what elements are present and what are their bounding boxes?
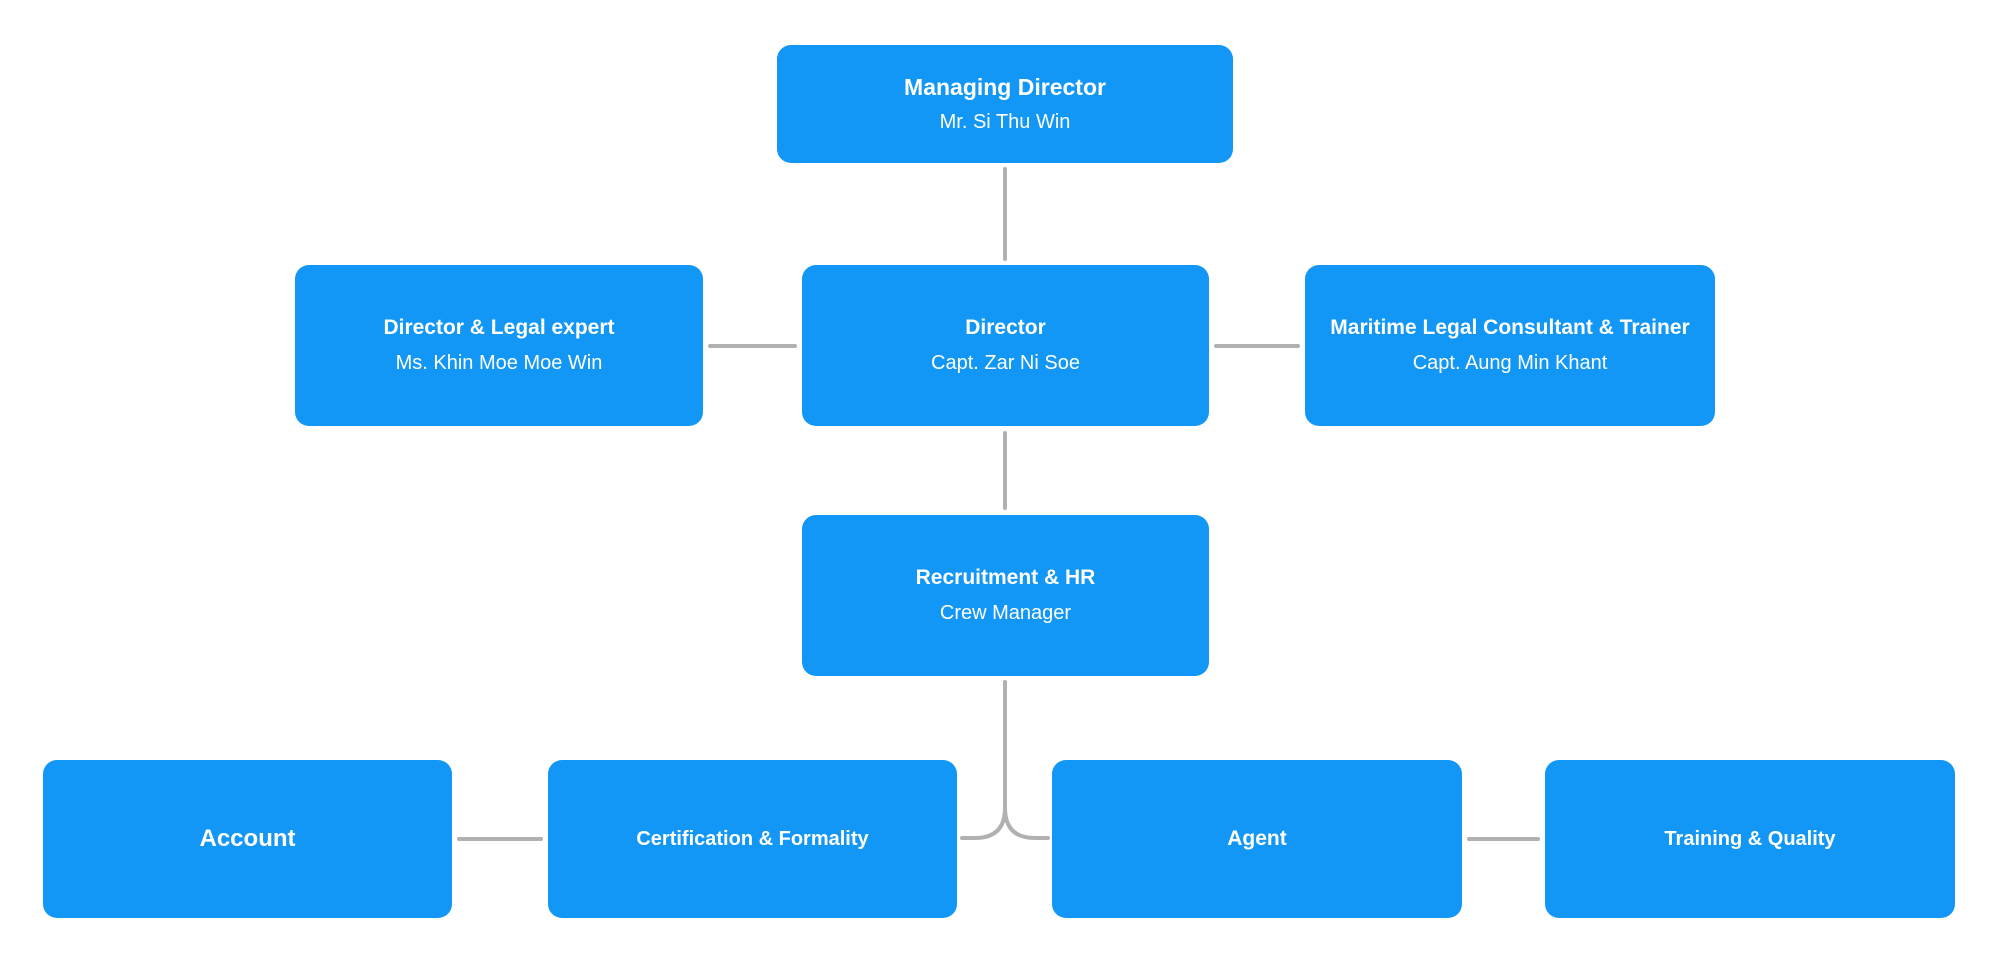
node-title: Managing Director (904, 73, 1106, 100)
node-agent: Agent (1052, 760, 1462, 918)
node-subtitle: Crew Manager (939, 601, 1072, 624)
node-training-quality: Training & Quality (1545, 760, 1955, 918)
node-director: Director Capt. Zar Ni Soe (802, 265, 1209, 426)
node-title: Director & Legal expert (383, 316, 615, 340)
node-managing-director: Managing Director Mr. Si Thu Win (777, 45, 1233, 163)
node-subtitle: Mr. Si Thu Win (939, 111, 1071, 134)
node-recruitment-hr: Recruitment & HR Crew Manager (802, 515, 1209, 676)
node-title: Director (965, 316, 1046, 340)
node-certification-formality: Certification & Formality (548, 760, 957, 918)
edge-recruitment-hr-to-agent (1003, 806, 1050, 840)
node-maritime-legal-consultant-trainer: Maritime Legal Consultant & Trainer Capt… (1305, 265, 1715, 426)
edge-recruitment-hr-to-certification (960, 680, 1007, 840)
node-subtitle: Capt. Zar Ni Soe (931, 351, 1080, 374)
node-title: Training & Quality (1664, 827, 1836, 850)
node-title: Recruitment & HR (915, 566, 1096, 590)
node-director-legal-expert: Director & Legal expert Ms. Khin Moe Moe… (295, 265, 703, 426)
node-subtitle: Capt. Aung Min Khant (1412, 351, 1608, 374)
node-title: Agent (1227, 826, 1287, 850)
node-title: Certification & Formality (636, 827, 869, 850)
node-subtitle: Ms. Khin Moe Moe Win (395, 351, 603, 374)
node-account: Account (43, 760, 452, 918)
node-title: Account (199, 825, 296, 852)
node-title: Maritime Legal Consultant & Trainer (1330, 316, 1690, 340)
